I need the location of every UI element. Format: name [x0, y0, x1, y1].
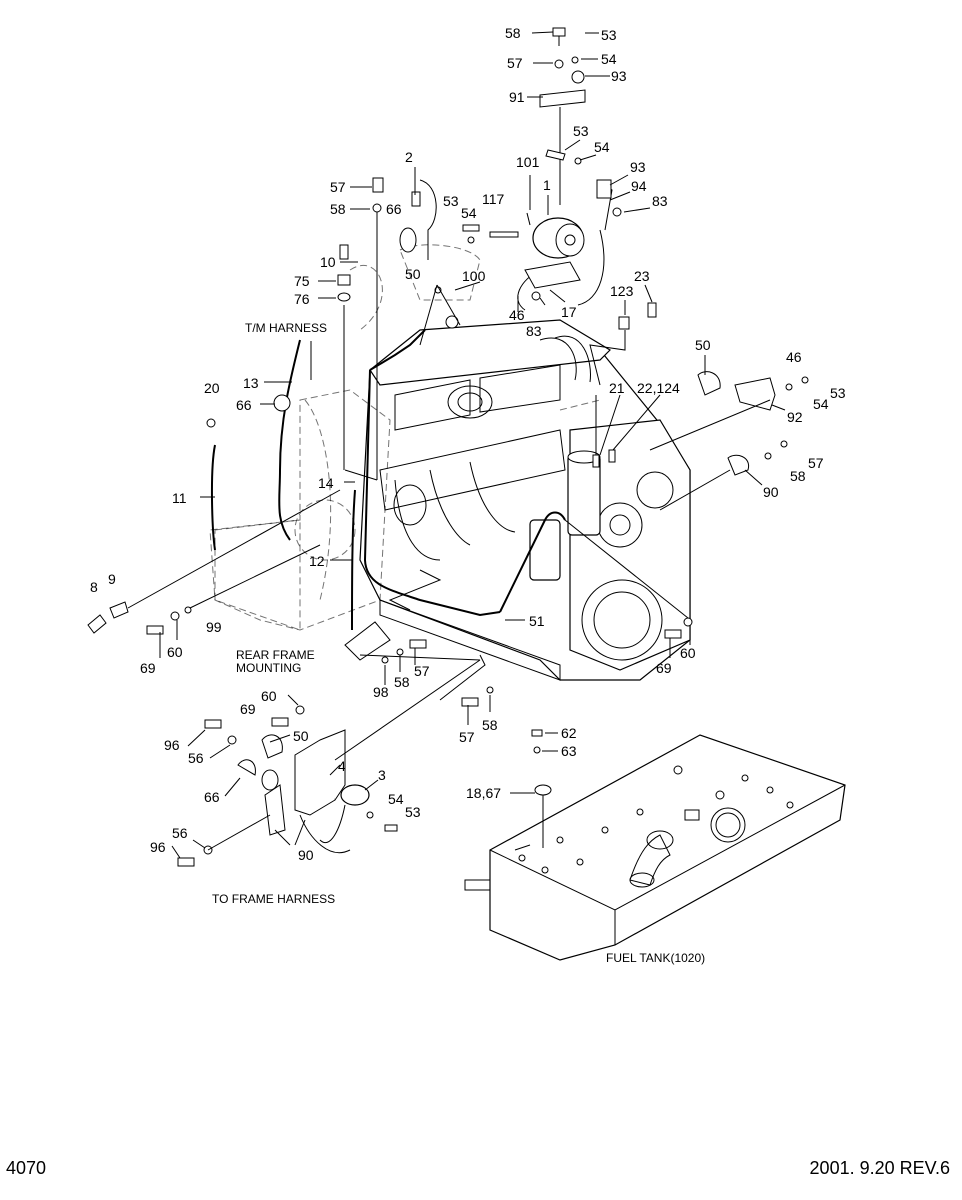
callout: 46	[509, 307, 525, 323]
callout: 83	[526, 323, 542, 339]
callout: 57	[808, 455, 824, 471]
callout: 66	[236, 397, 252, 413]
callout: 2	[405, 149, 413, 165]
callout: 4	[338, 758, 346, 774]
callout: 93	[630, 159, 646, 175]
callout: 69	[140, 660, 156, 676]
callout: 60	[167, 644, 183, 660]
callout: 91	[509, 89, 525, 105]
callout: 54	[461, 205, 477, 221]
callout: 12	[309, 553, 325, 569]
callout: 90	[763, 484, 779, 500]
sensor-group-left	[87, 177, 421, 634]
callout: 56	[188, 750, 204, 766]
hardware-left	[146, 519, 693, 707]
callout: 53	[601, 27, 617, 43]
callout: 54	[813, 396, 829, 412]
callout: 57	[414, 663, 430, 679]
wiring-harness	[210, 179, 605, 631]
callout: 11	[172, 490, 187, 506]
fuel-tank	[464, 729, 846, 961]
callout: 53	[443, 193, 459, 209]
callout: 69	[240, 701, 256, 717]
callout: 93	[611, 68, 627, 84]
callout: 9	[108, 571, 116, 587]
callout: 76	[294, 291, 310, 307]
callout-labels: 58 53 57 54 93 91 53 54 101 1 93 94 83 2…	[90, 25, 846, 965]
callout: 18,67	[466, 785, 501, 801]
callout: 1	[543, 177, 551, 193]
callout: 17	[561, 304, 577, 320]
callout: 53	[830, 385, 846, 401]
callout: 54	[601, 51, 617, 67]
callout: 50	[293, 728, 309, 744]
callout: 58	[330, 201, 346, 217]
callout: 100	[462, 268, 486, 284]
callout: 13	[243, 375, 259, 391]
callout: 53	[573, 123, 589, 139]
callout: 69	[656, 660, 672, 676]
callout: 92	[787, 409, 803, 425]
tm-harness-note: T/M HARNESS	[245, 321, 327, 335]
callout: 58	[394, 674, 410, 690]
callout: 63	[561, 743, 577, 759]
callout: 83	[652, 193, 668, 209]
rear-frame-note: MOUNTING	[236, 661, 301, 675]
callout: 94	[631, 178, 647, 194]
callout: 99	[206, 619, 222, 635]
callout: 50	[405, 266, 421, 282]
callout: 14	[318, 475, 334, 491]
callout: 57	[330, 179, 346, 195]
callout: 75	[294, 273, 310, 289]
callout: 58	[505, 25, 521, 41]
callout: 60	[261, 688, 277, 704]
callout: 50	[695, 337, 711, 353]
callout: 117	[482, 191, 505, 207]
callout: 57	[459, 729, 475, 745]
bracket-assembly	[177, 659, 481, 867]
sensor-group-right	[589, 302, 809, 511]
callout: 62	[561, 725, 577, 741]
callout: 66	[386, 201, 402, 217]
callout: 20	[204, 380, 220, 396]
callout: 10	[320, 254, 336, 270]
page-number: 4070	[6, 1158, 47, 1178]
engine-assembly	[359, 319, 691, 681]
callout: 101	[516, 154, 540, 170]
callout: 3	[378, 767, 386, 783]
callout: 56	[172, 825, 188, 841]
callout: 46	[786, 349, 802, 365]
leader-lines	[159, 31, 786, 859]
relay-assembly	[434, 27, 622, 329]
callout: 57	[507, 55, 523, 71]
fuel-tank-label: FUEL TANK(1020)	[606, 951, 705, 965]
callout: 96	[164, 737, 180, 753]
callout: 58	[482, 717, 498, 733]
callout: 22,124	[637, 380, 680, 396]
callout: 54	[388, 791, 404, 807]
callout: 96	[150, 839, 166, 855]
callout: 58	[790, 468, 806, 484]
callout: 54	[594, 139, 610, 155]
callout: 90	[298, 847, 314, 863]
callout: 53	[405, 804, 421, 820]
callout: 60	[680, 645, 696, 661]
callout: 23	[634, 268, 650, 284]
to-frame-harness-note: TO FRAME HARNESS	[212, 892, 335, 906]
callout: 21	[609, 380, 625, 396]
revision-date: 2001. 9.20 REV.6	[809, 1158, 950, 1178]
rear-frame-note: REAR FRAME	[236, 648, 315, 662]
callout: 123	[610, 283, 634, 299]
callout: 66	[204, 789, 220, 805]
callout: 8	[90, 579, 98, 595]
callout: 98	[373, 684, 389, 700]
callout: 51	[529, 613, 545, 629]
